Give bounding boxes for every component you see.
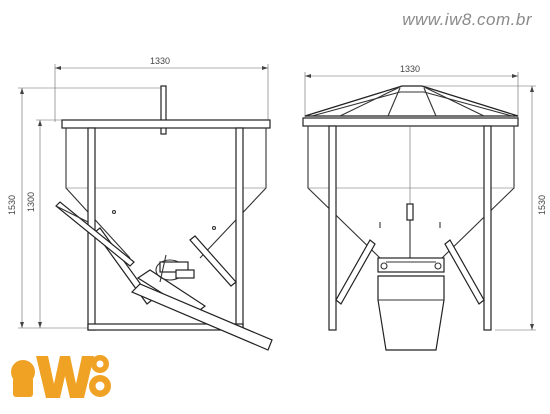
side-width-label: 1330 [150,56,170,66]
watermark-url: www.iw8.com.br [402,10,532,29]
front-width-label: 1330 [400,64,420,74]
side-height-outer-label: 1530 [7,195,17,215]
front-height-label: 1530 [537,195,547,215]
logo-text: iw8 [0,0,2,1]
front-view: 1330 1530 [302,64,547,351]
side-height-inner-label: 1300 [26,192,36,212]
side-view: 1330 1530 1300 [7,56,273,351]
brand-logo: iw8 [0,0,111,398]
